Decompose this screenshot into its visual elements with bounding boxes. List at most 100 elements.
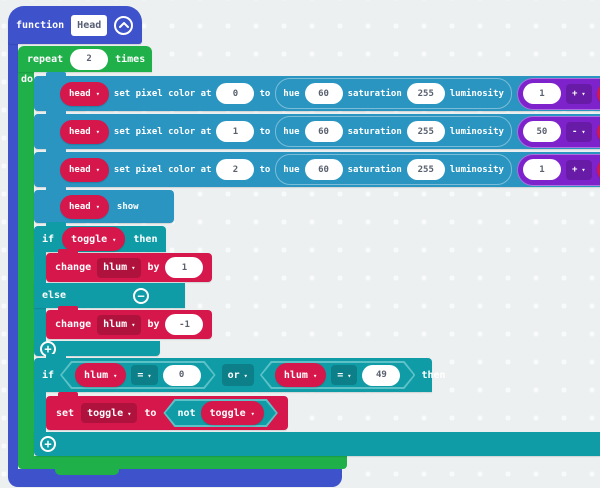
pixel-index-field[interactable]: 0 bbox=[216, 83, 255, 104]
variable-dropdown[interactable]: hlum ▾ bbox=[75, 363, 127, 387]
saturation-label: saturation bbox=[347, 88, 402, 99]
dropdown-arrow-icon: ▾ bbox=[95, 166, 100, 174]
math-left-field[interactable]: 1 bbox=[522, 83, 561, 104]
dropdown-arrow-icon: ▾ bbox=[581, 166, 586, 174]
variable-dropdown[interactable]: hlum ▾ bbox=[596, 157, 600, 182]
set-pixel-label: set pixel color at bbox=[113, 164, 212, 175]
dropdown-arrow-icon: ▾ bbox=[250, 409, 255, 418]
function-block-left-arm[interactable] bbox=[8, 40, 18, 470]
repeat-times-label: times bbox=[115, 53, 146, 65]
dropdown-arrow-icon: ▾ bbox=[95, 90, 100, 98]
device-dropdown[interactable]: head ▾ bbox=[60, 119, 109, 144]
variable-dropdown[interactable]: toggle ▾ bbox=[81, 403, 138, 423]
luminosity-label: luminosity bbox=[449, 126, 504, 137]
else-bar[interactable]: else − bbox=[34, 283, 185, 308]
hue-label: hue bbox=[283, 164, 300, 175]
pixel-index-field[interactable]: 1 bbox=[216, 121, 255, 142]
function-keyword: function bbox=[16, 19, 65, 31]
math-operator-dropdown[interactable]: - ▾ bbox=[565, 121, 592, 142]
math-left-field[interactable]: 50 bbox=[522, 121, 561, 142]
change-value-field[interactable]: 1 bbox=[165, 257, 204, 278]
saturation-field[interactable]: 255 bbox=[406, 83, 445, 104]
math-expression[interactable]: 50 - ▾ hlum ▾ bbox=[516, 115, 600, 148]
dropdown-arrow-icon: ▾ bbox=[131, 321, 136, 329]
math-expression[interactable]: 1 + ▾ hlum ▾ bbox=[516, 153, 600, 186]
variable-dropdown[interactable]: hlum ▾ bbox=[274, 363, 327, 387]
variable-dropdown[interactable]: hlum ▾ bbox=[596, 81, 600, 106]
repeat-block-left-arm[interactable] bbox=[18, 70, 34, 456]
device-dropdown[interactable]: head ▾ bbox=[60, 194, 109, 219]
to-label: to bbox=[259, 126, 271, 137]
set-pixel-color-block[interactable]: head ▾ set pixel color at 1 to hue 60 sa… bbox=[34, 110, 600, 149]
to-label: to bbox=[144, 407, 157, 419]
hsl-color-expression[interactable]: hue 60 saturation 255 luminosity bbox=[275, 154, 512, 185]
comparison-operator-dropdown[interactable]: = ▾ bbox=[131, 365, 158, 385]
saturation-label: saturation bbox=[347, 126, 402, 137]
math-operator-dropdown[interactable]: + ▾ bbox=[565, 83, 592, 104]
condition-dropdown[interactable]: toggle ▾ bbox=[62, 227, 126, 251]
variable-dropdown[interactable]: hlum ▾ bbox=[596, 119, 600, 144]
math-left-field[interactable]: 1 bbox=[522, 159, 561, 180]
to-label: to bbox=[259, 164, 271, 175]
variable-dropdown[interactable]: hlum ▾ bbox=[97, 314, 142, 335]
repeat-block-header[interactable]: repeat 2 times bbox=[18, 46, 152, 72]
change-value-field[interactable]: -1 bbox=[165, 314, 204, 335]
comparison-hex[interactable]: hlum ▾ = ▾ 49 bbox=[260, 361, 416, 389]
dropdown-arrow-icon: ▾ bbox=[581, 128, 586, 136]
repeat-count-field[interactable]: 2 bbox=[70, 48, 109, 70]
change-variable-block[interactable]: change hlum ▾ by 1 bbox=[46, 249, 213, 282]
repeat-block-bottom-bar[interactable] bbox=[18, 456, 347, 469]
if-compare-left-arm[interactable] bbox=[34, 392, 46, 432]
hue-field[interactable]: 60 bbox=[304, 83, 343, 104]
hue-label: hue bbox=[283, 126, 300, 137]
device-dropdown[interactable]: head ▾ bbox=[60, 157, 109, 182]
math-expression[interactable]: 1 + ▾ hlum ▾ bbox=[516, 77, 600, 110]
dropdown-arrow-icon: ▾ bbox=[312, 371, 318, 380]
show-block[interactable]: head ▾ show bbox=[34, 186, 174, 223]
hue-field[interactable]: 60 bbox=[304, 121, 343, 142]
comparison-operator-dropdown[interactable]: = ▾ bbox=[331, 365, 358, 385]
hue-label: hue bbox=[283, 88, 300, 99]
device-dropdown[interactable]: head ▾ bbox=[60, 81, 109, 106]
function-block-header[interactable]: function Head bbox=[8, 6, 142, 44]
if-toggle-bottom-bar[interactable]: + bbox=[34, 340, 160, 357]
change-variable-block[interactable]: change hlum ▾ by -1 bbox=[46, 306, 213, 339]
hue-field[interactable]: 60 bbox=[304, 159, 343, 180]
saturation-field[interactable]: 255 bbox=[406, 121, 445, 142]
if-compare-bottom-bar[interactable]: + bbox=[34, 432, 600, 456]
dropdown-arrow-icon: ▾ bbox=[147, 371, 152, 380]
collapse-minus-icon[interactable]: − bbox=[133, 287, 149, 304]
if-compare-header[interactable]: if hlum ▾ = ▾ 0 or ▾ hlum bbox=[34, 354, 446, 392]
hsl-color-expression[interactable]: hue 60 saturation 255 luminosity bbox=[275, 116, 512, 147]
dropdown-arrow-icon: ▾ bbox=[131, 264, 136, 272]
expand-plus-icon[interactable]: + bbox=[40, 436, 56, 452]
repeat-keyword: repeat bbox=[27, 53, 64, 65]
else-keyword: else bbox=[42, 290, 67, 301]
comparison-value-field[interactable]: 49 bbox=[362, 364, 401, 386]
math-operator-dropdown[interactable]: + ▾ bbox=[565, 159, 592, 180]
pixel-index-field[interactable]: 2 bbox=[216, 159, 255, 180]
by-label: by bbox=[147, 262, 160, 273]
function-name-field[interactable]: Head bbox=[71, 14, 108, 36]
variable-dropdown[interactable]: hlum ▾ bbox=[97, 257, 142, 278]
dropdown-arrow-icon: ▾ bbox=[95, 128, 100, 136]
or-dropdown[interactable]: or ▾ bbox=[221, 364, 254, 386]
collapse-icon[interactable] bbox=[114, 15, 134, 35]
comparison-value-field[interactable]: 0 bbox=[162, 364, 201, 386]
then-keyword: then bbox=[421, 369, 446, 381]
set-pixel-color-block[interactable]: head ▾ set pixel color at 0 to hue 60 sa… bbox=[34, 72, 600, 111]
hsl-color-expression[interactable]: hue 60 saturation 255 luminosity bbox=[275, 78, 512, 109]
set-pixel-label: set pixel color at bbox=[113, 126, 212, 137]
saturation-field[interactable]: 255 bbox=[406, 159, 445, 180]
comparison-hex[interactable]: hlum ▾ = ▾ 0 bbox=[60, 361, 216, 389]
if-keyword: if bbox=[42, 369, 55, 381]
set-variable-block[interactable]: set toggle ▾ to not toggle ▾ bbox=[46, 392, 288, 430]
saturation-label: saturation bbox=[347, 164, 402, 175]
luminosity-label: luminosity bbox=[449, 88, 504, 99]
dropdown-arrow-icon: ▾ bbox=[112, 235, 117, 244]
not-expression-hex[interactable]: not toggle ▾ bbox=[163, 399, 277, 427]
variable-dropdown[interactable]: toggle ▾ bbox=[200, 401, 264, 425]
set-pixel-color-block[interactable]: head ▾ set pixel color at 2 to hue 60 sa… bbox=[34, 148, 600, 187]
if-toggle-header[interactable]: if toggle ▾ then bbox=[34, 222, 166, 252]
